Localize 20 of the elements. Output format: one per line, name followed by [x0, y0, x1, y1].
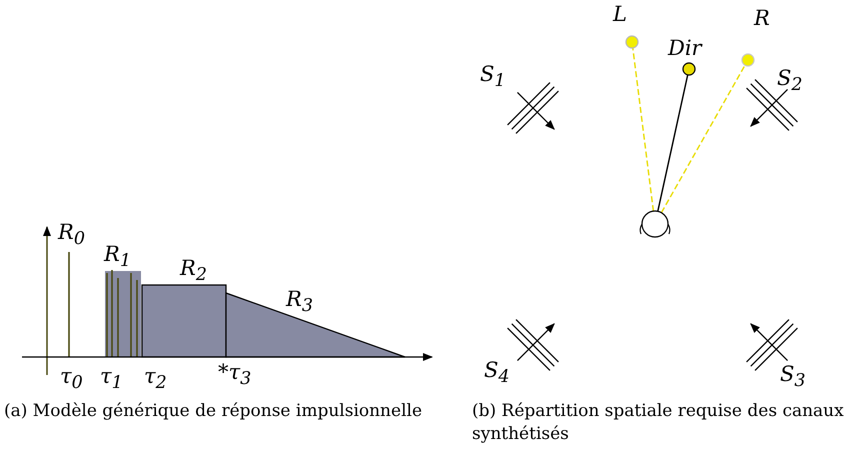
source-label: S$_{1}$ [480, 64, 506, 91]
axis-label: R$_{3}$ [286, 289, 313, 316]
point-label: R [754, 8, 770, 29]
axis-label: R$_{2}$ [180, 258, 207, 285]
connector-line [632, 48, 654, 212]
source-label: S$_{4}$ [484, 360, 510, 387]
tick-label: τ$_{1}$ [100, 366, 123, 393]
point-label: Dir [668, 38, 702, 59]
connector-line [657, 74, 688, 212]
axis-label: R$_{0}$ [58, 222, 85, 249]
tick-label: τ$_{0}$ [60, 366, 83, 393]
axis-label: R$_{1}$ [104, 244, 131, 271]
caption: (a) Modèle générique de réponse impulsionnelle [3, 400, 424, 423]
connector-line [660, 64, 746, 214]
tick-label: τ$_{2}$ [144, 366, 167, 393]
tick-label: *τ$_{3}$ [218, 362, 252, 389]
caption: (b) Répartition spatiale requise des canaux synthétisés [471, 400, 845, 446]
point-label: L [613, 4, 627, 25]
source-label: S$_{3}$ [780, 364, 806, 391]
source-label: S$_{2}$ [777, 68, 803, 95]
